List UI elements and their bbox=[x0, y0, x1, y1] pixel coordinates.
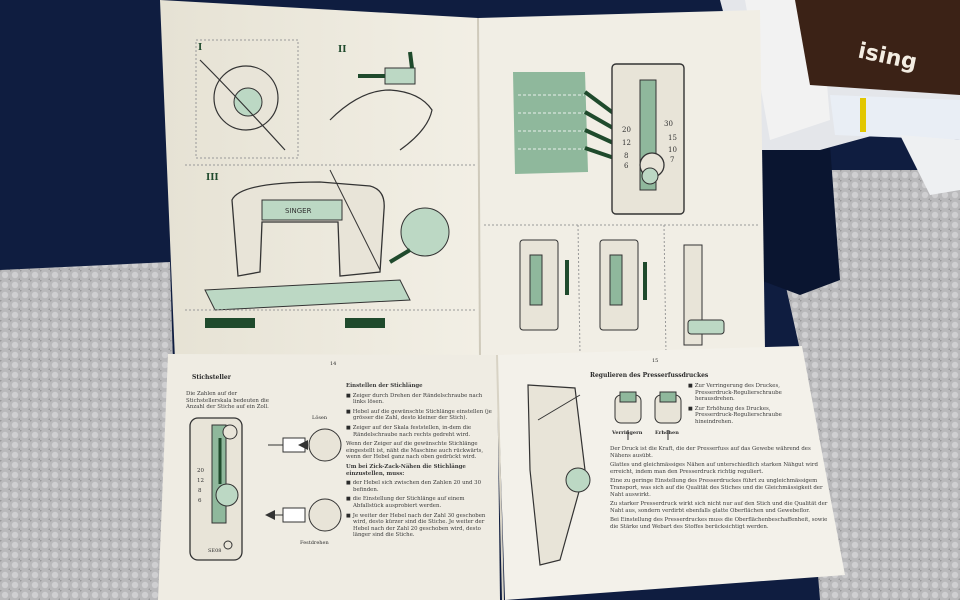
page-number-right: 15 bbox=[652, 358, 659, 364]
pressure-paragraph-5: Bei Einstellung des Presserdruckes muss … bbox=[610, 517, 828, 530]
step-marker-3: III bbox=[206, 173, 219, 183]
stitch-note: Wenn der Zeiger auf die gewünschte Stich… bbox=[346, 441, 484, 461]
pressure-paragraph-3: Eine zu geringe Einstellung des Presserd… bbox=[610, 478, 823, 498]
pressure-paragraph-2: Glattes und gleichmässiges Nähen auf unt… bbox=[610, 462, 818, 475]
label-part-no: SE08 bbox=[208, 548, 222, 554]
carpet bbox=[0, 262, 180, 600]
label-festdrehen: Festdrehen bbox=[300, 540, 329, 546]
pressure-steps: Zur Verringerung des Druckes, Presserdru… bbox=[688, 383, 806, 429]
scale-right-1: 15 bbox=[668, 134, 677, 142]
label-verringern: Verringern bbox=[612, 430, 643, 436]
label-loesen: Lösen bbox=[312, 415, 328, 421]
right-heading: Regulieren des Presserfussdruckes bbox=[590, 372, 709, 379]
pressure-step-2: Zur Erhöhung des Druckes, Presserdruck-R… bbox=[688, 406, 806, 426]
stitch-step-3: Zeiger auf der Skala feststellen, in-dem… bbox=[346, 425, 496, 438]
stitch-length-heading: Einstellen der Stichlänge bbox=[346, 383, 423, 389]
page-number-left: 14 bbox=[330, 361, 337, 367]
pressure-paragraphs: Der Druck ist die Kraft, die der Presser… bbox=[610, 446, 828, 534]
pressure-step-1: Zur Verringerung des Druckes, Presserdru… bbox=[688, 383, 806, 403]
left-heading: Stichsteller bbox=[192, 374, 231, 381]
scale-right-2: 10 bbox=[668, 146, 677, 154]
scale-mini-1: 12 bbox=[197, 478, 204, 484]
stitch-step-1: Zeiger durch Drehen der Rändelschraube n… bbox=[346, 393, 496, 406]
step-marker-2: II bbox=[338, 45, 346, 55]
scale-left-0: 20 bbox=[622, 126, 631, 134]
zigzag-step-2: die Einstellung der Stichlänge auf einem… bbox=[346, 496, 496, 509]
zigzag-step-3: Je weiter der Hebel nach der Zahl 30 ges… bbox=[346, 513, 496, 539]
scale-right-0: 30 bbox=[664, 120, 673, 128]
scale-right-3: 7 bbox=[670, 156, 674, 164]
stitch-length-column: Einstellen der Stichlänge Zeiger durch D… bbox=[346, 383, 496, 542]
left-intro: Die Zahlen auf der Stichstellerskala bed… bbox=[186, 391, 269, 411]
step-marker-1: I bbox=[198, 43, 202, 53]
scale-mini-3: 6 bbox=[198, 498, 202, 504]
scale-left-3: 6 bbox=[624, 162, 629, 170]
stacked-booklets bbox=[720, 0, 960, 195]
label-erhoehen: Erhöhen bbox=[655, 430, 679, 436]
upper-manual: SINGER I II III bbox=[160, 0, 765, 361]
pressure-paragraph-4: Zu starker Presserdruck wirkt sich nicht… bbox=[610, 501, 828, 514]
zigzag-step-1: der Hebel sich zwischen den Zahlen 20 un… bbox=[346, 480, 496, 493]
stitch-step-2: Hebel auf die gewünschte Stichlänge eins… bbox=[346, 409, 496, 422]
zigzag-heading: Um bei Zick-Zack-Nähen die Stichlänge ei… bbox=[346, 463, 466, 477]
machine-brand: SINGER bbox=[285, 207, 312, 215]
scale-mini-0: 20 bbox=[197, 468, 204, 474]
scale-mini-2: 8 bbox=[198, 488, 202, 494]
scale-left-2: 8 bbox=[624, 152, 628, 160]
pressure-paragraph-1: Der Druck ist die Kraft, die der Presser… bbox=[610, 446, 811, 459]
scale-left-1: 12 bbox=[622, 139, 631, 147]
